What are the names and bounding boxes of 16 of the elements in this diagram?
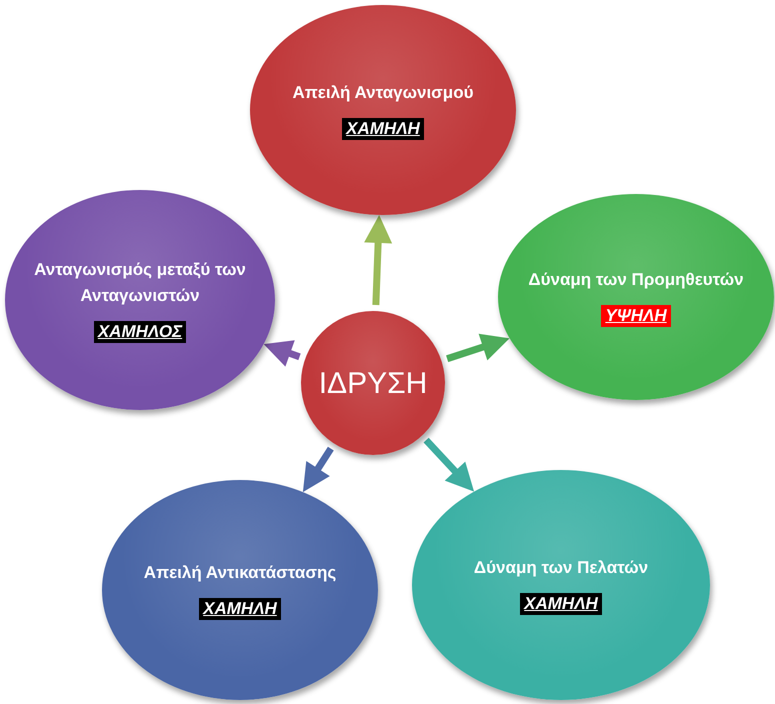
- arrow: [364, 214, 392, 306]
- rating-badge: ΧΑΜΗΛΗ: [199, 598, 281, 620]
- force-title: Απειλή Ανταγωνισμού: [292, 82, 474, 104]
- center-label: ΙΔΡΥΣΗ: [318, 366, 428, 402]
- arrow: [446, 334, 510, 362]
- force-title: Ανταγωνισμός μεταξύ των Ανταγωνιστών: [33, 259, 247, 307]
- rating-badge: ΧΑΜΗΛΟΣ: [94, 321, 186, 343]
- force-title: Δύναμη των Πελατών: [474, 557, 648, 579]
- force-title: Απειλή Αντικατάστασης: [144, 562, 336, 584]
- force-title: Δύναμη των Προμηθευτών: [528, 269, 744, 291]
- arrow: [302, 446, 334, 492]
- arrow: [264, 340, 301, 367]
- rating-badge: ΥΨΗΛΗ: [601, 305, 671, 327]
- rating-badge: ΧΑΜΗΛΗ: [342, 118, 424, 140]
- arrow: [424, 438, 474, 492]
- rating-badge: ΧΑΜΗΛΗ: [520, 593, 602, 615]
